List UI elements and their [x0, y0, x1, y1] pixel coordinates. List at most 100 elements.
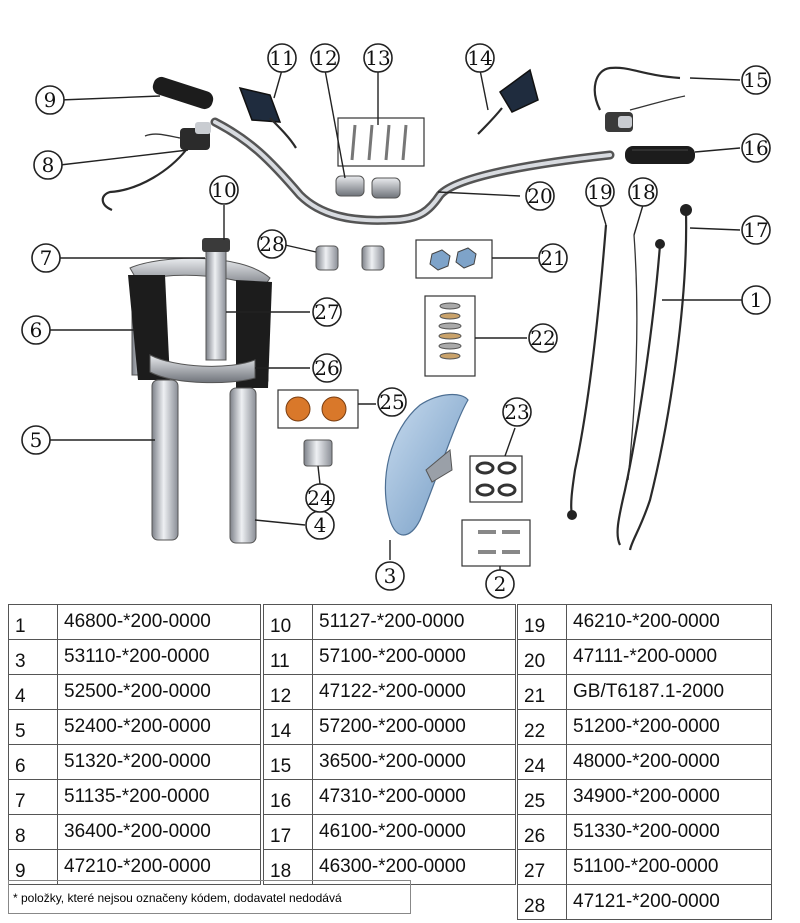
- part-code-cell: 36400-*200-0000: [57, 814, 261, 850]
- riser-part: [315, 245, 385, 271]
- part-code-cell: 46210-*200-0000: [566, 604, 772, 640]
- svg-text:16: 16: [743, 136, 768, 160]
- part-number-cell: 17: [263, 814, 313, 850]
- part-number-cell: 6: [8, 744, 58, 780]
- cable-set-part: [567, 204, 692, 551]
- part-number-cell: 11: [263, 639, 313, 675]
- part-number-cell: 28: [517, 884, 567, 920]
- part-code-cell: 57200-*200-0000: [312, 709, 516, 745]
- reflector-pair-part: [277, 389, 359, 429]
- handlebar-clamp-part: [335, 175, 401, 199]
- svg-text:12: 12: [312, 46, 337, 70]
- leader-lines: [50, 69, 742, 578]
- part-code-cell: 46800-*200-0000: [57, 604, 261, 640]
- svg-text:14: 14: [467, 46, 492, 70]
- part-number-cell: 8: [8, 814, 58, 850]
- svg-text:5: 5: [30, 428, 43, 452]
- part-code-cell: 47310-*200-0000: [312, 779, 516, 815]
- callout-8: 8: [33, 150, 63, 180]
- callout-1: 1: [741, 285, 771, 315]
- part-code-cell: 51127-*200-0000: [312, 604, 516, 640]
- part-code-cell: 46100-*200-0000: [312, 814, 516, 850]
- right-mirror-part: [477, 68, 539, 135]
- svg-text:25: 25: [379, 390, 404, 414]
- part-code-cell: 51330-*200-0000: [566, 814, 772, 850]
- svg-text:10: 10: [211, 178, 236, 202]
- bearing-stack-part: [424, 295, 476, 377]
- callout-6: 6: [21, 315, 51, 345]
- part-number-cell: 12: [263, 674, 313, 710]
- part-code-cell: 47122-*200-0000: [312, 674, 516, 710]
- callout-25: 25: [377, 387, 407, 417]
- part-number-cell: 22: [517, 709, 567, 745]
- svg-text:20: 20: [527, 184, 552, 208]
- part-code-cell: 47121-*200-0000: [566, 884, 772, 920]
- part-number-cell: 5: [8, 709, 58, 745]
- part-number-cell: 21: [517, 674, 567, 710]
- part-code-cell: 53110-*200-0000: [57, 639, 261, 675]
- callout-16: 16: [741, 133, 771, 163]
- part-number-cell: 20: [517, 639, 567, 675]
- front-fender-part: [384, 394, 469, 536]
- part-code-cell: 46300-*200-0000: [312, 849, 516, 885]
- svg-text:9: 9: [44, 88, 57, 112]
- svg-text:1: 1: [750, 288, 763, 312]
- callout-7: 7: [31, 243, 61, 273]
- part-code-cell: 51200-*200-0000: [566, 709, 772, 745]
- part-number-cell: 14: [263, 709, 313, 745]
- callout-23: 23: [502, 397, 532, 427]
- callout-22: 22: [528, 323, 558, 353]
- svg-text:15: 15: [743, 68, 768, 92]
- part-code-cell: 51135-*200-0000: [57, 779, 261, 815]
- bolt-set-part: [337, 117, 425, 167]
- part-number-cell: 10: [263, 604, 313, 640]
- part-code-cell: 34900-*200-0000: [566, 779, 772, 815]
- part-number-cell: 3: [8, 639, 58, 675]
- part-number-cell: 9: [8, 849, 58, 885]
- part-code-cell: 47111-*200-0000: [566, 639, 772, 675]
- callout-17: 17: [741, 215, 771, 245]
- svg-text:8: 8: [42, 153, 55, 177]
- svg-text:23: 23: [504, 400, 529, 424]
- nut-set-part: [415, 239, 493, 279]
- svg-text:11: 11: [269, 46, 294, 70]
- callout-5: 5: [21, 425, 51, 455]
- callout-13: 13: [363, 43, 393, 73]
- svg-text:17: 17: [743, 218, 768, 242]
- part-code-cell: 47210-*200-0000: [57, 849, 261, 885]
- callout-18: 18: [628, 177, 658, 207]
- callout-9: 9: [35, 85, 65, 115]
- svg-text:7: 7: [40, 246, 53, 270]
- callout-3: 3: [375, 561, 405, 591]
- svg-text:19: 19: [587, 180, 612, 204]
- callout-21: 21: [538, 243, 568, 273]
- exploded-parts-diagram: 9 8 10 7 6 5 4 11 12 13 14 15 16 17 1 19…: [21, 43, 771, 599]
- svg-text:18: 18: [630, 180, 655, 204]
- part-number-cell: 15: [263, 744, 313, 780]
- callout-19: 19: [585, 177, 615, 207]
- part-code-cell: 57100-*200-0000: [312, 639, 516, 675]
- supplier-note: * položky, které nejsou označeny kódem, …: [8, 880, 411, 914]
- part-code-cell: 52500-*200-0000: [57, 674, 261, 710]
- right-grip-part: [625, 146, 695, 164]
- handlebar-part: [210, 117, 615, 225]
- callout-4: 4: [305, 510, 335, 540]
- callout-10: 10: [209, 175, 239, 205]
- callout-15: 15: [741, 65, 771, 95]
- screw-set-part: [461, 519, 531, 567]
